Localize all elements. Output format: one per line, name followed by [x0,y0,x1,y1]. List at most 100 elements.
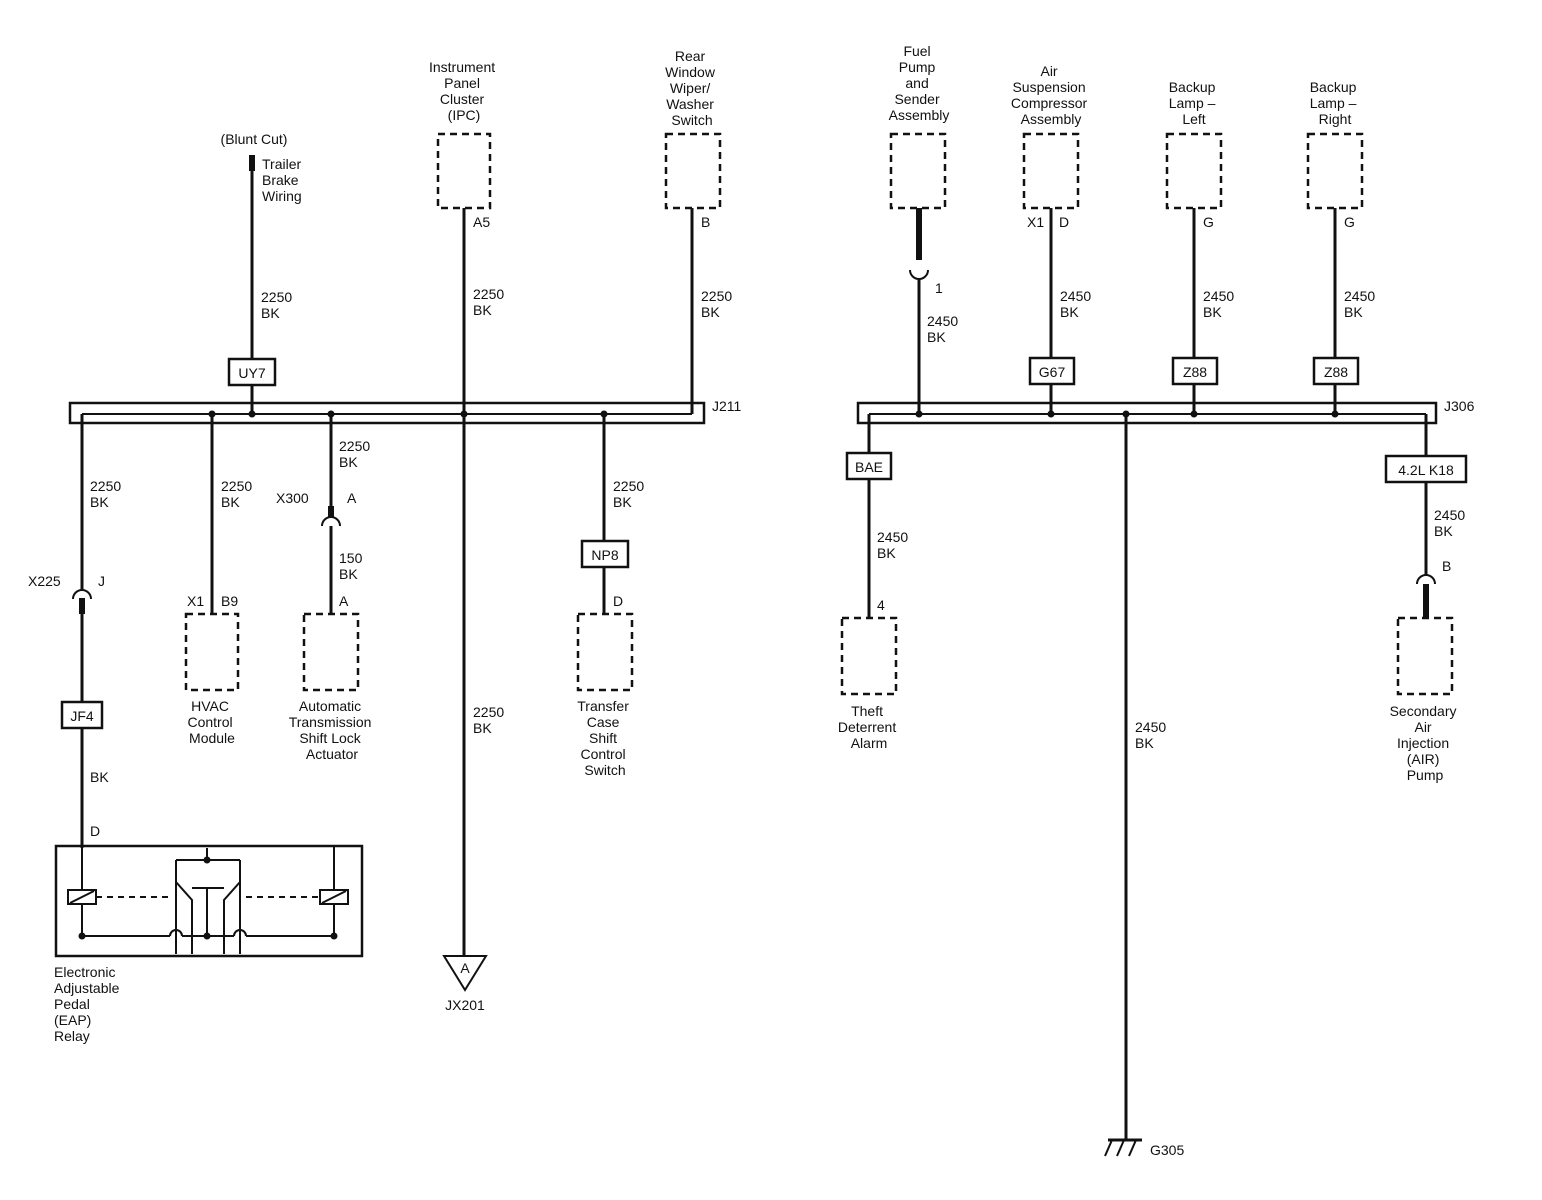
pin-label: D [1059,214,1069,230]
pin-label: B9 [221,593,238,609]
hvac-label: HVAC Control Module [187,698,236,746]
jx201-circuit: 2250 BK A JX201 [442,704,504,1013]
connector-label: X1 [187,593,204,609]
eap-relay-circuit: 2250 BK X225 J JF4 BK D [28,414,364,1044]
connector-pin: J [98,573,105,589]
pin-label: 1 [935,280,943,296]
backup-lamp-right-circuit: Backup Lamp – Right G 2450 BK Z88 [1306,79,1375,418]
fuel-pump-component-box [889,132,947,210]
pin-label: G [1344,214,1355,230]
connector-symbol-letter: A [460,960,470,976]
wire-circuit-number: 2450 [1434,507,1465,523]
wire-color: BK [221,494,240,510]
theft-deterrent-circuit: BAE 2450 BK 4 Theft Deterrent Alarm [838,414,908,751]
wire-circuit-number: 2250 [339,438,370,454]
wire-circuit-number: 2250 [90,478,121,494]
wire-color: BK [339,566,358,582]
off-page-connector-triangle [442,955,488,992]
backup-lamp-right-label: Backup Lamp – Right [1310,79,1361,127]
wire-circuit-number: 2250 [701,288,732,304]
jx201-label: JX201 [445,997,485,1013]
wire-color: BK [1060,304,1079,320]
rear-wiper-component-box [664,132,722,210]
pin-label: B [701,214,710,230]
shift-lock-label: Automatic Transmission Shift Lock Actuat… [289,698,376,762]
wire-circuit-number: 2450 [1203,288,1234,304]
connector-label: X1 [1027,214,1044,230]
pin-label: G [1203,214,1214,230]
wire-color: BK [927,329,946,345]
splice-pack-j306: J306 [856,398,1475,425]
air-pump-component-box [1396,616,1454,696]
wire-circuit-number: 150 [339,550,363,566]
splice-label-j306: J306 [1444,398,1475,414]
ipc-label: Instrument Panel Cluster (IPC) [429,59,499,123]
option-code: 4.2L K18 [1398,462,1454,478]
connector-label: X225 [28,573,61,589]
rear-wiper-circuit: Rear Window Wiper/ Washer Switch B 2250 … [664,48,732,414]
shift-lock-circuit: 2250 BK X300 A 150 BK A Automatic Transm… [276,410,376,762]
wire-color: BK [473,720,492,736]
hvac-circuit: 2250 BK X1 B9 HVAC Control Module [184,410,252,746]
option-code: BAE [855,459,883,475]
splice-pack-j211: J211 [68,398,742,425]
connector-label: X300 [276,490,309,506]
blunt-cut-label: (Blunt Cut) [221,131,288,147]
wire-circuit-number: 2450 [1060,288,1091,304]
wire-color: BK [1203,304,1222,320]
splice-dot [248,410,256,418]
wire-color: BK [877,545,896,561]
wire-circuit-number: 2450 [1344,288,1375,304]
eap-relay-label: Electronic Adjustable Pedal (EAP) Relay [54,964,123,1044]
transfer-case-label: Transfer Case Shift Control Switch [577,698,633,778]
air-suspension-circuit: Air Suspension Compressor Assembly X1 D … [1011,63,1091,418]
pin-label: D [90,823,100,839]
wire-circuit-number: 2250 [613,478,644,494]
wire-color: BK [339,454,358,470]
wire-circuit-number: 2450 [1135,719,1166,735]
wire-circuit-number: 2250 [221,478,252,494]
trailer-brake-label: Trailer Brake Wiring [262,156,305,204]
wire-circuit-number: 2450 [877,529,908,545]
hvac-component-box [184,612,240,692]
backup-lamp-left-label: Backup Lamp – Left [1169,79,1220,127]
wire-circuit-number: 2250 [261,289,292,305]
ground-label: G305 [1150,1142,1184,1158]
wire-color: BK [701,304,720,320]
air-pump-label: Secondary Air Injection (AIR) Pump [1390,703,1461,783]
backup-lamp-right-component-box [1306,132,1364,210]
option-code: JF4 [70,708,94,724]
air-pump-circuit: 4.2L K18 2450 BK B Secondary Air Injecti… [1384,414,1468,783]
wire-color: BK [90,494,109,510]
option-code: NP8 [591,547,618,563]
wire-color: BK [613,494,632,510]
theft-deterrent-label: Theft Deterrent Alarm [838,703,900,751]
backup-lamp-left-component-box [1165,132,1223,210]
eap-relay-body [54,844,364,958]
wire-color: BK [1434,523,1453,539]
splice-dot [460,410,468,418]
option-code: UY7 [238,365,265,381]
connector-symbol [72,589,92,600]
option-box-bae [845,451,893,481]
option-code: Z88 [1324,364,1348,380]
fuel-pump-label: Fuel Pump and Sender Assembly [889,43,950,123]
wire-circuit-number: 2250 [473,704,504,720]
rear-wiper-label: Rear Window Wiper/ Washer Switch [665,48,719,128]
ipc-component-box [436,132,492,210]
wire-circuit-number: 2450 [927,313,958,329]
transfer-case-circuit: 2250 BK NP8 D Transfer Case Shift Contro… [576,410,644,778]
option-code: Z88 [1183,364,1207,380]
air-suspension-component-box [1022,132,1080,210]
option-box-z88-right [1312,356,1360,386]
option-box-g67 [1028,356,1076,386]
pin-label: B [1442,558,1451,574]
theft-deterrent-component-box [840,616,898,696]
option-box-np8 [580,539,630,569]
connector-pin: A [347,490,357,506]
backup-lamp-left-circuit: Backup Lamp – Left G 2450 BK Z88 [1165,79,1234,418]
wire-circuit-number: 2250 [473,286,504,302]
connector-symbol [909,269,929,280]
transfer-case-component-box [576,612,634,692]
